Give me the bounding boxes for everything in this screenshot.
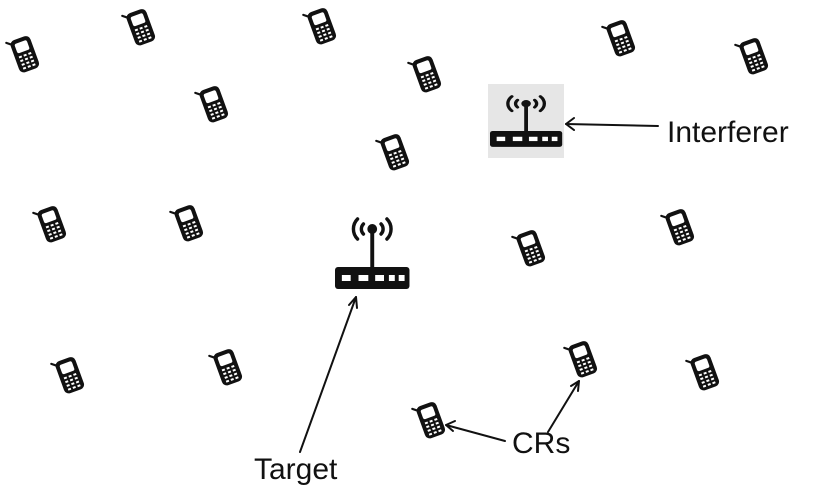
- target-router-icon: [333, 217, 412, 291]
- phone-icon: [194, 83, 231, 126]
- target-label: Target: [254, 453, 338, 486]
- phone-icon: [734, 35, 771, 78]
- phone-icon: [660, 206, 697, 249]
- interferer-router-icon: [488, 84, 564, 158]
- phone-icon: [5, 33, 42, 76]
- phone-icon: [302, 5, 339, 48]
- crs-arrow-left: [445, 420, 506, 442]
- target-arrow: [299, 296, 358, 453]
- phone-icon: [32, 203, 69, 246]
- phone-icon: [685, 351, 722, 394]
- phone-icon: [601, 17, 638, 60]
- phone-icon: [407, 53, 444, 96]
- phone-icon: [375, 131, 412, 174]
- phone-icon: [563, 338, 600, 381]
- phone-icon: [169, 202, 206, 245]
- crs-label: CRs: [512, 427, 571, 460]
- interferer-arrow: [565, 117, 659, 131]
- phone-icon: [208, 346, 245, 389]
- phone-icon: [121, 6, 158, 49]
- phone-icon: [50, 354, 87, 397]
- crs-arrow-right: [547, 380, 580, 433]
- phone-icon: [511, 227, 548, 270]
- interferer-label: Interferer: [667, 116, 789, 149]
- phone-icon: [411, 399, 448, 442]
